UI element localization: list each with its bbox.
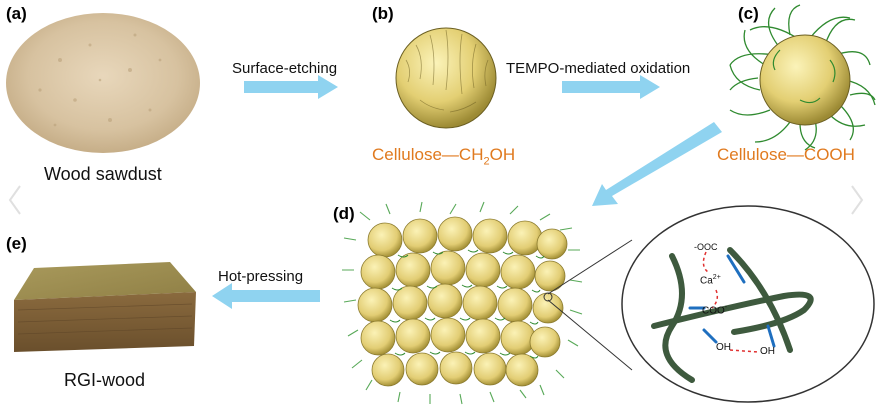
chem-label-ca-text: Ca — [700, 275, 713, 287]
step-tempo-oxidation: TEMPO-mediated oxidation — [506, 60, 691, 77]
bond-lines — [688, 254, 776, 348]
assembly-fibers-front — [389, 249, 545, 359]
zoom-line-bottom — [547, 299, 633, 371]
assembly-fibers-back — [342, 201, 583, 405]
zoom-origin — [543, 292, 553, 302]
cellulose-sphere-c — [759, 34, 851, 126]
ionic-bonds — [702, 251, 759, 353]
caption-wood-sawdust: Wood sawdust — [44, 164, 162, 184]
chain-fibers — [651, 247, 814, 383]
fibers-c-front — [772, 49, 836, 104]
sawdust-texture — [38, 33, 162, 127]
chevron-right-icon — [851, 185, 864, 215]
wood-sawdust-image — [6, 13, 200, 153]
chem-label-coo-sup: - — [724, 304, 728, 311]
panel-label-c: (c) — [738, 4, 759, 23]
arrow-oxidation — [562, 75, 660, 99]
panel-label-a: (a) — [6, 4, 27, 23]
chem-label-ca: Ca2+ — [700, 274, 721, 286]
arrow-to-assembly — [592, 122, 722, 206]
chem-label-ooc: -OOC — [694, 242, 718, 252]
panel-label-d: (d) — [333, 204, 355, 223]
chem-label-oh-1: OH — [716, 342, 731, 353]
arrow-etching — [244, 75, 338, 99]
caption-cellulose-ch2oh-prefix: Cellulose—CH — [372, 145, 484, 164]
arrow-hot-pressing — [212, 283, 320, 309]
step-surface-etching: Surface-etching — [232, 60, 338, 77]
step-hot-pressing: Hot-pressing — [218, 268, 304, 285]
panel-label-e: (e) — [6, 234, 27, 253]
cellulose-sphere-b — [395, 27, 497, 129]
panel-label-b: (b) — [372, 4, 394, 23]
caption-cellulose-ch2oh: Cellulose—CH2OH — [372, 145, 515, 167]
chem-label-coo: COO- — [702, 304, 727, 316]
zoom-line-top — [547, 239, 633, 295]
caption-cellulose-ch2oh-suffix: OH — [489, 145, 516, 164]
caption-cellulose-ch2oh-sub: 2 — [483, 155, 490, 168]
chem-label-coo-text: COO — [702, 305, 725, 317]
sphere-b-texture — [405, 29, 489, 113]
chem-label-ca-sup: 2+ — [712, 274, 721, 281]
caption-cellulose-cooh: Cellulose—COOH — [717, 145, 855, 164]
chem-label-oh-2: OH — [760, 346, 775, 357]
assembly-spheres — [357, 216, 568, 387]
chevron-left-icon — [8, 185, 21, 215]
caption-rgi-wood: RGI-wood — [64, 370, 146, 390]
